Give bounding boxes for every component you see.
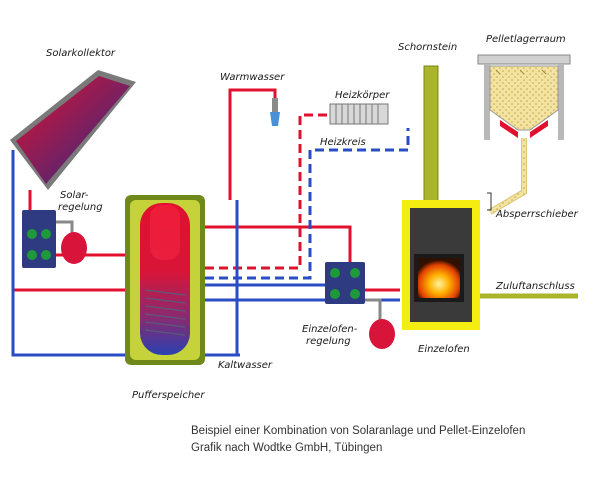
label-heizkoerper: Heizkörper <box>335 90 390 101</box>
pellet-stove <box>402 200 480 330</box>
solar-control-unit <box>22 210 74 268</box>
label-einzelofenregelung-2: regelung <box>306 336 351 347</box>
label-einzelofen: Einzelofen <box>418 344 470 355</box>
label-kaltwasser: Kaltwasser <box>218 360 273 371</box>
label-einzelofenregelung-1: Einzelofen- <box>302 324 358 335</box>
label-solarregelung-2: regelung <box>58 202 103 213</box>
label-schornstein: Schornstein <box>398 42 457 53</box>
label-heizkreis: Heizkreis <box>320 137 366 148</box>
caption-line-2: Grafik nach Wodtke GmbH, Tübingen <box>191 442 382 454</box>
pellet-storage <box>477 54 571 215</box>
cold-pipes <box>11 128 410 357</box>
label-warmwasser: Warmwasser <box>220 72 285 83</box>
label-pelletlagerraum: Pelletlagerraum <box>486 34 566 45</box>
label-zuluftanschluss: Zuluftanschluss <box>495 281 575 292</box>
expansion-vessel-icon <box>61 232 87 264</box>
label-absperrschieber: Absperrschieber <box>495 209 579 220</box>
chimney <box>423 65 439 203</box>
label-solarregelung-1: Solar- <box>60 190 89 201</box>
solar-collector-icon <box>10 70 136 190</box>
water-tap-icon <box>270 98 280 126</box>
label-solarkollektor: Solarkollektor <box>46 48 116 59</box>
radiator-icon <box>329 103 389 125</box>
expansion-vessel-icon <box>369 319 395 349</box>
fire-icon <box>418 258 460 298</box>
caption-line-1: Beispiel einer Kombination von Solaranla… <box>191 425 525 437</box>
buffer-tank <box>125 195 205 365</box>
label-pufferspeicher: Pufferspeicher <box>132 390 205 401</box>
stove-control-unit <box>325 262 382 322</box>
absperrschieber-bracket <box>487 192 492 211</box>
